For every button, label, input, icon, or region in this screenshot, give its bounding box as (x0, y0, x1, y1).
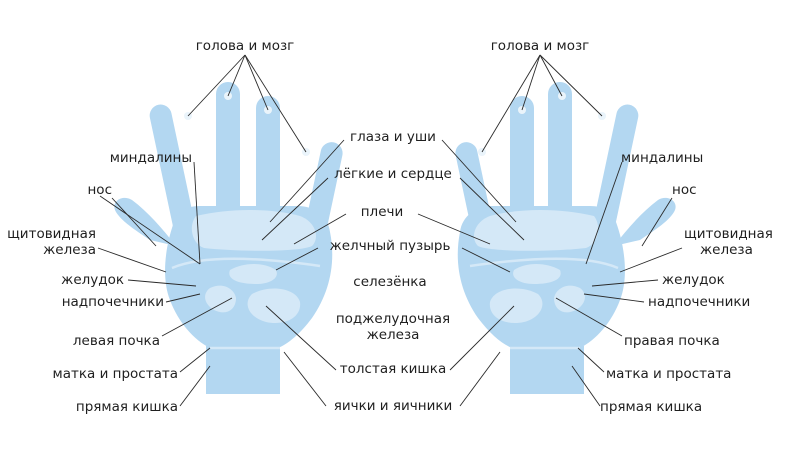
label-eyes-ears: глаза и уши (350, 129, 436, 145)
label-uterus-prostate-right: матка и простата (606, 366, 731, 382)
right-diaphragm-line (469, 257, 619, 270)
right-wrist (510, 346, 584, 394)
label-uterus-prostate-left: матка и простата (53, 366, 178, 382)
label-stomach-left: желудок (61, 272, 124, 288)
leader-colon-l (265, 305, 337, 371)
label-spleen: селезёнка (353, 274, 426, 290)
leader-uterus-r (577, 347, 605, 373)
leader-rectum-r (571, 365, 601, 407)
label-tonsils-right: миндалины (621, 150, 703, 166)
left-hand (114, 82, 343, 394)
leader-testes-l (283, 351, 327, 407)
label-testes-ovaries: яички и яичники (334, 398, 453, 414)
label-rectum-left: прямая кишка (76, 399, 178, 415)
label-thyroid-right-line1: щитовидная (684, 226, 773, 242)
leader-shoulders-l (293, 213, 347, 245)
leader-eyes-r (441, 139, 517, 223)
leader-testes-r (459, 351, 501, 407)
leader-tonsils-r (585, 161, 623, 265)
left-lungs-heart-zone (191, 210, 316, 251)
label-right-kidney: правая почка (624, 333, 720, 349)
leader-head-l-1 (187, 54, 246, 117)
label-tonsils-left: миндалины (110, 150, 192, 166)
leader-head-l-2 (227, 54, 246, 97)
leader-lines (97, 54, 683, 407)
leader-stomach-r (591, 279, 659, 287)
label-colon: толстая кишка (340, 361, 446, 377)
leader-tonsils-l-2 (193, 161, 201, 265)
label-pancreas-line1: поджелудочная (336, 311, 450, 327)
leader-eyes-l (269, 139, 345, 223)
label-thyroid-left-line1: щитовидная (7, 226, 96, 242)
left-hand-zones (171, 92, 321, 350)
leader-gallbladder-r (461, 247, 511, 273)
leader-tonsils-l (99, 195, 201, 265)
leader-head-r-3 (539, 54, 563, 97)
leader-rectum-l (179, 365, 211, 407)
leader-colon-r (449, 305, 515, 371)
right-hand-zones (469, 92, 619, 350)
leader-lungs-l (261, 177, 329, 241)
label-shoulders: плечи (361, 204, 404, 220)
leader-nose-l (111, 197, 157, 247)
left-stomach-zone (229, 264, 277, 284)
leader-adrenals-l (165, 293, 201, 303)
left-diaphragm-line (171, 257, 321, 270)
right-colon-zone (489, 288, 543, 324)
right-thumb (614, 197, 676, 246)
leader-thyroid-r (619, 247, 683, 273)
leader-gallbladder-l (275, 247, 319, 271)
leader-thyroid-l (97, 247, 167, 273)
label-head-brain-right: голова и мозг (491, 38, 590, 54)
leader-nose-r (641, 197, 673, 247)
left-wrist (206, 346, 280, 394)
leader-kidney-r (555, 297, 623, 337)
label-pancreas-line2: железа (367, 327, 420, 343)
label-nose-left: нос (87, 182, 112, 198)
left-ring-finger (216, 82, 240, 242)
label-adrenals-left: надпочечники (62, 294, 164, 310)
leader-head-r-4 (539, 54, 603, 117)
label-adrenals-right: надпочечники (648, 294, 750, 310)
right-lungs-heart-zone (474, 210, 599, 251)
leader-head-r-2 (521, 54, 541, 111)
leader-uterus-l (179, 347, 211, 373)
leader-stomach-l (127, 279, 197, 287)
leader-lungs-r (459, 177, 525, 241)
labels: голова и мозг голова и мозг глаза и уши … (7, 38, 773, 415)
label-stomach-right: желудок (662, 272, 725, 288)
leader-adrenals-r (583, 293, 645, 303)
label-gallbladder: желчный пузырь (330, 238, 451, 254)
right-ring-finger (548, 82, 572, 242)
label-thyroid-left-line2: железа (43, 242, 96, 258)
leader-head-l-3 (244, 54, 269, 111)
label-thyroid-right-line2: железа (700, 242, 753, 258)
label-nose-right: нос (672, 182, 697, 198)
leader-kidney-l (161, 297, 233, 337)
right-hand (455, 82, 676, 394)
leader-head-l-4 (244, 54, 307, 153)
left-thumb (114, 197, 176, 246)
right-stomach-zone (513, 264, 561, 284)
right-kidney-zone (554, 285, 585, 313)
left-colon-zone (247, 288, 301, 324)
label-lungs-heart: лёгкие и сердце (334, 166, 452, 182)
label-head-brain-left: голова и мозг (196, 38, 295, 54)
label-left-kidney: левая почка (73, 333, 160, 349)
leader-head-r-1 (481, 54, 541, 153)
leader-shoulders-r (417, 213, 491, 245)
left-kidney-zone (205, 285, 236, 313)
label-rectum-right: прямая кишка (600, 399, 702, 415)
